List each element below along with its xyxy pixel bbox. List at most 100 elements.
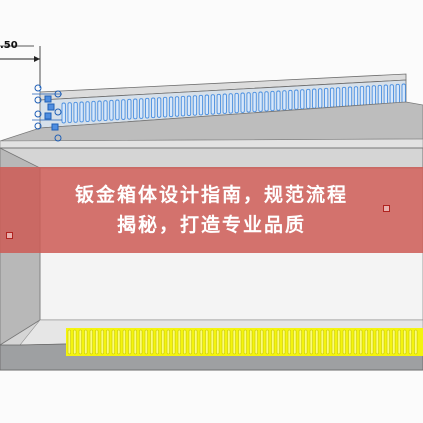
vent-slot xyxy=(240,92,245,113)
vent-slot xyxy=(232,329,236,355)
vent-slot xyxy=(210,329,214,355)
vent-slot xyxy=(95,329,99,355)
vent-slot xyxy=(117,329,121,355)
vent-slot xyxy=(228,93,233,114)
vent-slot xyxy=(408,329,412,355)
vent-slot xyxy=(97,100,102,122)
vent-slot xyxy=(204,94,210,116)
banner-title-line-2: 揭秘，打造专业品质 xyxy=(116,214,306,236)
vent-slot xyxy=(89,329,93,355)
vent-slot xyxy=(315,329,319,355)
vent-slot xyxy=(282,90,287,111)
vent-slot xyxy=(115,99,120,121)
vent-slot xyxy=(174,96,180,117)
vent-slot xyxy=(347,86,353,107)
vent-slot xyxy=(133,329,137,355)
dimension-value[interactable]: .50 xyxy=(0,40,18,51)
vent-slot xyxy=(293,329,297,355)
vent-slot xyxy=(227,329,231,355)
vent-slot xyxy=(309,329,313,355)
vent-slot xyxy=(370,329,374,355)
vent-slot xyxy=(276,329,280,355)
vent-slot xyxy=(151,97,156,119)
vent-slot xyxy=(246,92,251,113)
vent-slot xyxy=(348,329,352,355)
vent-slot xyxy=(365,85,371,106)
vent-slots-yellow[interactable] xyxy=(66,328,423,356)
vent-slot xyxy=(84,329,88,355)
vent-slot xyxy=(381,329,385,355)
vent-slot xyxy=(103,100,108,121)
vent-slot xyxy=(91,100,96,122)
endpoint-handle-right[interactable] xyxy=(383,205,390,212)
endpoint-handle-left[interactable] xyxy=(6,232,13,239)
vent-slot xyxy=(270,90,275,112)
vent-slot xyxy=(199,329,203,355)
dimension-line[interactable] xyxy=(0,45,41,100)
vent-slot xyxy=(371,85,377,106)
vent-slot xyxy=(298,329,302,355)
vent-slot xyxy=(216,93,221,115)
vent-slot xyxy=(73,101,78,123)
vent-slot xyxy=(222,93,227,114)
vent-slot xyxy=(172,329,176,355)
vent-slot xyxy=(254,329,258,355)
vent-slot xyxy=(144,329,148,355)
vent-slot xyxy=(109,99,114,121)
vent-slot xyxy=(180,95,186,117)
selection-grips[interactable] xyxy=(32,84,62,142)
vent-slot xyxy=(335,87,341,108)
vent-slot xyxy=(67,329,71,355)
vent-slot xyxy=(121,99,126,120)
vent-slot xyxy=(392,329,396,355)
vent-slot xyxy=(353,86,359,107)
vent-slot xyxy=(306,88,311,110)
vent-slot xyxy=(155,329,159,355)
vent-slot xyxy=(73,329,77,355)
vent-slot xyxy=(353,329,357,355)
vent-slot xyxy=(271,329,275,355)
vent-slot xyxy=(252,91,257,113)
vent-slot xyxy=(397,329,401,355)
vent-slot xyxy=(324,87,329,109)
vent-slot xyxy=(188,329,192,355)
vent-slot xyxy=(276,90,281,111)
vent-slot xyxy=(221,329,225,355)
vent-slot xyxy=(216,329,220,355)
vent-slot xyxy=(364,329,368,355)
vent-slot xyxy=(264,91,269,112)
vent-slot xyxy=(337,329,341,355)
vent-slot xyxy=(312,88,317,109)
vent-slot xyxy=(79,101,84,123)
vent-slot xyxy=(342,329,346,355)
vent-slot xyxy=(106,329,110,355)
vent-slot xyxy=(150,329,154,355)
vent-slot xyxy=(183,329,187,355)
title-banner: 钣金箱体设计指南，规范流程 揭秘，打造专业品质 xyxy=(0,167,423,253)
vent-slot xyxy=(403,329,407,355)
vent-slot xyxy=(318,88,323,109)
vent-slot xyxy=(414,329,418,355)
vent-slot xyxy=(139,98,144,119)
vent-slot xyxy=(389,84,394,105)
vent-slot xyxy=(194,329,198,355)
vent-slot xyxy=(192,95,198,116)
vent-slots-blue[interactable] xyxy=(61,83,406,124)
vent-slot xyxy=(177,329,181,355)
vent-slot xyxy=(198,94,204,116)
vent-slot xyxy=(320,329,324,355)
vent-slot xyxy=(161,329,165,355)
vent-slot xyxy=(85,101,90,123)
vent-slot xyxy=(288,89,293,111)
vent-slot xyxy=(133,98,138,120)
vent-slot xyxy=(386,329,390,355)
vent-slot xyxy=(139,329,143,355)
vent-slot xyxy=(243,329,247,355)
vent-slot xyxy=(128,329,132,355)
vent-slot xyxy=(375,329,379,355)
vent-slot xyxy=(265,329,269,355)
vent-slot xyxy=(122,329,126,355)
vent-slot xyxy=(156,97,162,118)
vent-slot xyxy=(78,329,82,355)
